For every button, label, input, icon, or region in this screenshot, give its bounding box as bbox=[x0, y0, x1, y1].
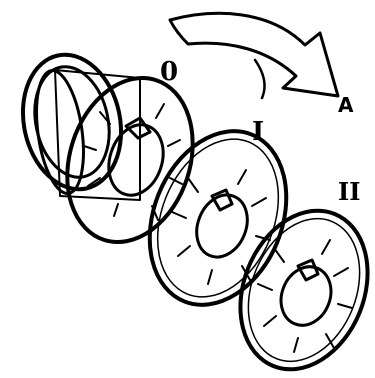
label-disc-zero: 0 bbox=[160, 57, 178, 87]
disc-two bbox=[218, 191, 375, 378]
drum-housing bbox=[11, 46, 140, 200]
label-disc-two: II bbox=[338, 177, 360, 206]
rotation-arrow bbox=[170, 13, 338, 98]
label-arrow: A bbox=[338, 93, 354, 117]
label-disc-one: I bbox=[252, 117, 264, 147]
